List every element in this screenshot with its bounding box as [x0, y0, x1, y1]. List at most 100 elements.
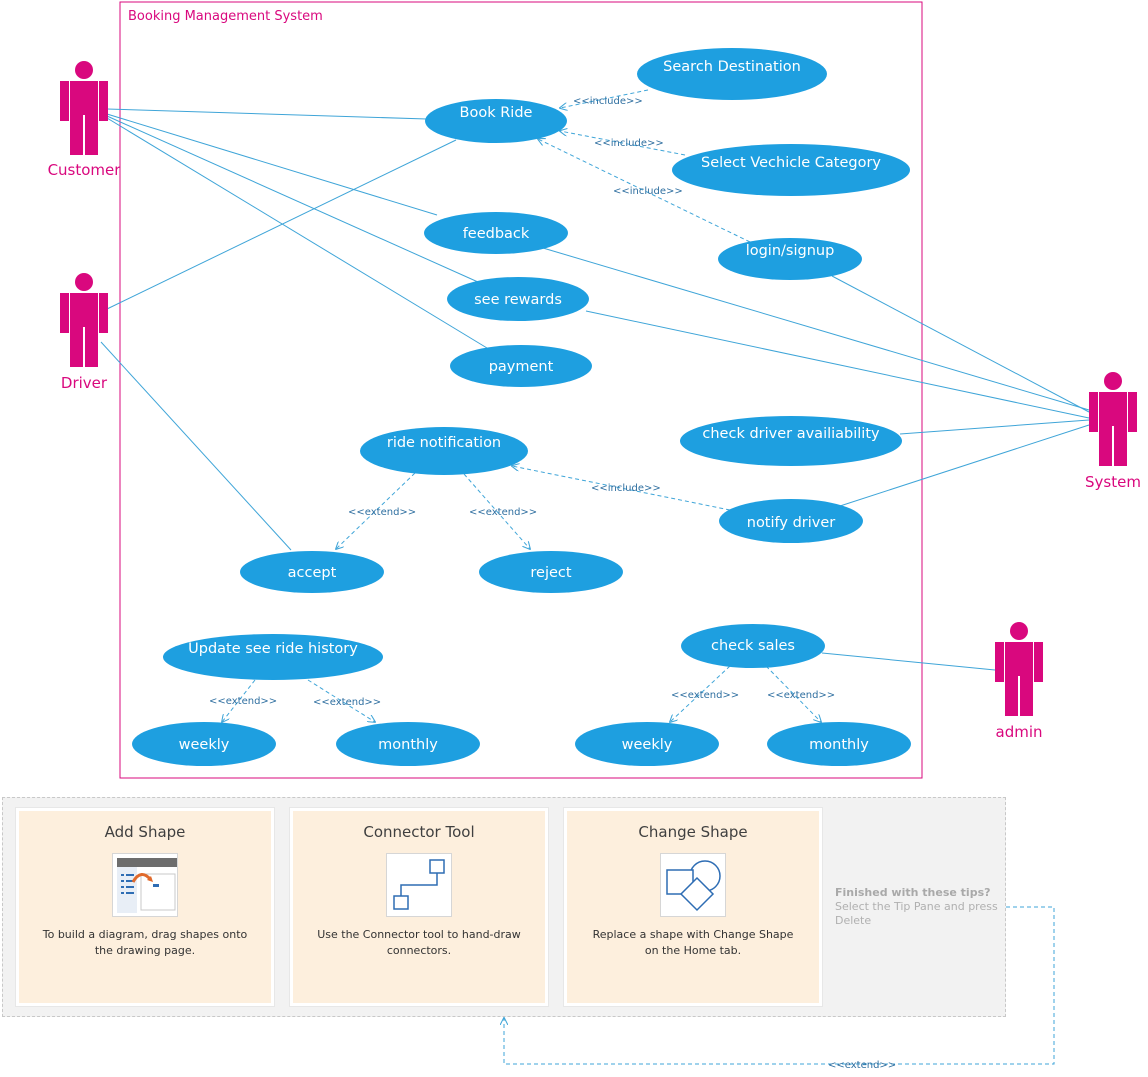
usecase-book-ride[interactable]: Book Ride	[425, 99, 567, 143]
assoc-customer-bookride	[106, 108, 428, 120]
usecase-search-destination[interactable]: Search Destination	[637, 48, 827, 100]
finished-text: Select the Tip Pane and press Delete	[835, 900, 998, 927]
usecase-label: Update see ride history	[188, 641, 358, 657]
extend-monthly-sales	[765, 665, 821, 722]
tip-description: Use the Connector tool to hand-draw conn…	[317, 928, 521, 957]
assoc-customer-feedback	[106, 113, 438, 216]
actor-label: Customer	[48, 161, 122, 179]
finished-tips-note: Finished with these tips? Select the Tip…	[835, 886, 1005, 928]
usecase-payment[interactable]: payment	[450, 345, 592, 387]
actor-icon	[1089, 372, 1137, 466]
assoc-checksales-admin	[821, 652, 996, 671]
usecase-check-driver-availability[interactable]: check driver availiability	[680, 416, 902, 466]
usecase-label: monthly	[809, 737, 869, 753]
tip-title: Change Shape	[638, 823, 748, 841]
actor-icon	[995, 622, 1043, 716]
usecase-login-signup[interactable]: login/signup	[718, 238, 862, 280]
usecase-select-vehicle-category[interactable]: Select Vechicle Category	[672, 144, 910, 196]
assoc-login-system	[831, 275, 1090, 413]
extend-label: <<extend>>	[828, 1060, 896, 1071]
usecase-label: ride notification	[387, 435, 501, 451]
tip-description: Replace a shape with Change Shape on the…	[592, 928, 794, 957]
assoc-driver-accept	[100, 341, 292, 551]
change-shape-icon	[660, 853, 726, 917]
usecase-label: Search Destination	[663, 59, 801, 75]
assoc-notify-system	[839, 424, 1090, 507]
tip-description: To build a diagram, drag shapes onto the…	[42, 928, 248, 957]
usecase-label: reject	[530, 565, 571, 581]
extend-reject	[463, 473, 530, 549]
extend-accept	[336, 472, 416, 549]
tip-card-change-shape[interactable]: Change Shape Replace a shape with Change…	[564, 808, 822, 1006]
include-label: <<include>>	[613, 186, 683, 197]
tip-card-add-shape[interactable]: Add Shape To build a diagram, drag shape…	[16, 808, 274, 1006]
extend-tip-pane	[504, 906, 1055, 1065]
usecase-label: feedback	[463, 226, 530, 242]
actor-label: Driver	[61, 374, 108, 392]
usecase-see-rewards[interactable]: see rewards	[447, 277, 589, 321]
usecase-label: see rewards	[474, 292, 562, 308]
system-title: Booking Management System	[128, 9, 323, 24]
assoc-customer-rewards	[106, 115, 479, 283]
usecase-notify-driver[interactable]: notify driver	[719, 499, 863, 543]
add-shape-icon	[112, 853, 181, 917]
extend-monthly-history	[307, 679, 375, 722]
usecase-label: weekly	[622, 737, 673, 753]
usecase-label: accept	[288, 565, 337, 581]
include-search	[560, 89, 649, 108]
finished-title: Finished with these tips?	[835, 886, 991, 899]
assoc-customer-payment	[106, 117, 488, 349]
actor-icon	[60, 273, 108, 367]
usecase-label: weekly	[179, 737, 230, 753]
usecase-feedback[interactable]: feedback	[424, 212, 568, 254]
include-label: <<include>>	[573, 96, 643, 107]
actor-label: System	[1085, 473, 1141, 491]
usecase-check-sales[interactable]: check sales	[681, 624, 825, 668]
assoc-driver-bookride	[106, 139, 457, 310]
assoc-feedback-system	[542, 247, 1090, 411]
usecase-monthly-history[interactable]: monthly	[336, 722, 480, 766]
include-login	[538, 139, 751, 243]
connector-tool-icon	[386, 853, 452, 917]
use-cases: Search Destination Book Ride Select Vech…	[132, 48, 911, 766]
usecase-monthly-sales[interactable]: monthly	[767, 722, 911, 766]
tip-card-connector-tool[interactable]: Connector Tool Use the Connector tool to…	[290, 808, 548, 1006]
system-boundary[interactable]	[119, 1, 923, 779]
actor-icon	[60, 61, 108, 155]
assoc-checkdriver-system	[899, 419, 1090, 435]
extend-label: <<extend>>	[313, 697, 381, 708]
extend-label: <<extend>>	[767, 690, 835, 701]
actor-system[interactable]: System	[1085, 372, 1141, 491]
tip-title: Add Shape	[104, 823, 186, 841]
actor-driver[interactable]: Driver	[60, 273, 108, 392]
usecase-label: payment	[489, 359, 554, 375]
actor-admin[interactable]: admin	[995, 622, 1043, 741]
usecase-update-ride-history[interactable]: Update see ride history	[163, 634, 383, 680]
usecase-weekly-sales[interactable]: weekly	[575, 722, 719, 766]
usecase-label: monthly	[378, 737, 438, 753]
include-label: <<include>>	[594, 138, 664, 149]
usecase-label: Book Ride	[460, 105, 533, 121]
stereotype-labels: <<include>> <<include>> <<include>> <<in…	[209, 96, 896, 1071]
dependencies	[222, 89, 1055, 1065]
usecase-label: notify driver	[747, 515, 836, 531]
assoc-rewards-system	[585, 310, 1090, 419]
tip-pane[interactable]: Add Shape To build a diagram, drag shape…	[2, 797, 1006, 1017]
actor-label: admin	[996, 723, 1043, 741]
extend-label: <<extend>>	[469, 507, 537, 518]
usecase-reject[interactable]: reject	[479, 551, 623, 593]
extend-weekly-history	[222, 679, 256, 722]
usecase-label: login/signup	[746, 243, 835, 259]
include-label: <<include>>	[591, 483, 661, 494]
actor-customer[interactable]: Customer	[48, 61, 122, 179]
include-notify	[512, 466, 731, 511]
extend-label: <<extend>>	[209, 696, 277, 707]
usecase-weekly-history[interactable]: weekly	[132, 722, 276, 766]
usecase-ride-notification[interactable]: ride notification	[360, 427, 528, 475]
usecase-label: check driver availiability	[702, 426, 880, 442]
tip-title: Connector Tool	[363, 823, 475, 841]
associations	[100, 108, 1090, 671]
usecase-accept[interactable]: accept	[240, 551, 384, 593]
include-select-vehicle	[560, 131, 686, 156]
